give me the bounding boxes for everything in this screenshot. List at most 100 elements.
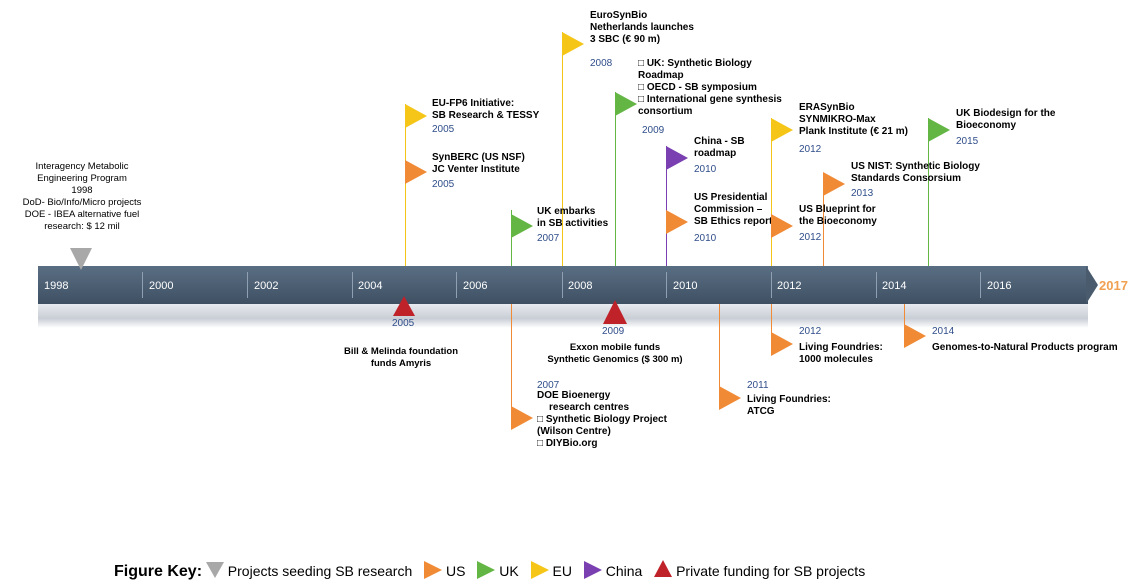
seed-event-text: Interagency Metabolic Engineering Progra… bbox=[22, 161, 142, 232]
private-funding-marker-icon bbox=[603, 300, 627, 324]
china-flag-icon bbox=[666, 146, 688, 170]
us-commission-year: 2010 bbox=[694, 233, 717, 244]
uk-biodesign-text: UK Biodesign for the Bioeconomy bbox=[956, 108, 1056, 131]
timeline-bar bbox=[38, 266, 1088, 304]
uk-embarks-text: UK embarks in SB activities bbox=[537, 206, 609, 229]
us-blueprint-year: 2012 bbox=[799, 232, 822, 243]
seed-marker-icon bbox=[70, 248, 92, 270]
lf-atcg-year: 2011 bbox=[747, 380, 769, 391]
key-label-uk: UK bbox=[499, 563, 519, 579]
year-divider bbox=[876, 272, 877, 298]
eu-flag-icon bbox=[771, 118, 793, 142]
key-label-seed: Projects seeding SB research bbox=[227, 563, 413, 579]
year-divider bbox=[771, 272, 772, 298]
us-blueprint-text: US Blueprint for the Bioeconomy bbox=[799, 204, 877, 227]
us-flag-icon bbox=[771, 214, 793, 238]
erasynbio-year: 2012 bbox=[799, 144, 822, 155]
uk-flag-icon bbox=[511, 214, 533, 238]
eurosynbio-text: EuroSynBio Netherlands launches 3 SBC (€… bbox=[590, 10, 694, 45]
year-divider bbox=[456, 272, 457, 298]
eu-key-icon bbox=[530, 561, 549, 579]
year-label: 2004 bbox=[358, 280, 383, 292]
genomes-stem bbox=[904, 304, 905, 338]
eu-flag-icon bbox=[405, 104, 427, 128]
us-flag-icon bbox=[511, 406, 533, 430]
uk-roadmap-year: 2009 bbox=[642, 125, 665, 136]
uk-key-icon bbox=[477, 561, 496, 579]
year-divider bbox=[562, 272, 563, 298]
year-label: 2016 bbox=[987, 280, 1012, 292]
year-divider bbox=[247, 272, 248, 298]
china-stem bbox=[666, 146, 667, 266]
us-nist-year: 2013 bbox=[851, 188, 874, 199]
year-label: 2002 bbox=[254, 280, 279, 292]
synberc-year: 2005 bbox=[432, 179, 455, 190]
uk-embarks-year: 2007 bbox=[537, 233, 560, 244]
end-year-label: 2017 bbox=[1099, 278, 1128, 293]
uk-roadmap-text: □ UK: Synthetic Biology Roadmap □ OECD -… bbox=[638, 58, 782, 117]
exxon-text: Exxon mobile funds Synthetic Genomics ($… bbox=[547, 342, 683, 365]
year-label: 1998 bbox=[44, 280, 69, 292]
china-key-icon bbox=[583, 561, 602, 579]
private-funding-marker-icon bbox=[393, 296, 415, 316]
key-label-us: US bbox=[446, 563, 466, 579]
timeline-arrow-tip bbox=[1086, 266, 1098, 304]
eurosynbio-year: 2008 bbox=[590, 58, 613, 69]
eu-fp6-stem bbox=[405, 104, 406, 266]
year-label: 2000 bbox=[149, 280, 174, 292]
lf-atcg-stem bbox=[719, 304, 720, 408]
lf-1000-year: 2012 bbox=[799, 326, 822, 337]
us-flag-icon bbox=[719, 386, 741, 410]
eu-fp6-year: 2005 bbox=[432, 124, 455, 135]
lf-atcg-text: Living Foundries: ATCG bbox=[747, 394, 831, 417]
erasynbio-stem bbox=[771, 118, 772, 266]
year-label: 2012 bbox=[777, 280, 802, 292]
gates-text: Bill & Melinda foundation funds Amyris bbox=[344, 346, 458, 369]
china-year: 2010 bbox=[694, 164, 717, 175]
genomes-year: 2014 bbox=[932, 326, 955, 337]
key-label-eu: EU bbox=[552, 563, 572, 579]
year-divider bbox=[352, 272, 353, 298]
exxon-year: 2009 bbox=[602, 326, 625, 337]
doe-year: 2007 bbox=[537, 380, 560, 391]
private-key-icon bbox=[654, 560, 673, 577]
key-label-private: Private funding for SB projects bbox=[676, 563, 866, 579]
us-flag-icon bbox=[904, 324, 926, 348]
doe-text: DOE Bioenergy research centres □ Synthet… bbox=[537, 390, 667, 449]
uk-flag-icon bbox=[615, 92, 637, 116]
us-flag-icon bbox=[823, 172, 845, 196]
us-nist-stem bbox=[823, 174, 824, 266]
us-flag-icon bbox=[405, 160, 427, 184]
seed-key-icon bbox=[205, 562, 224, 578]
lf-1000-text: Living Foundries: 1000 molecules bbox=[799, 342, 883, 365]
uk-roadmap-stem bbox=[615, 92, 616, 266]
year-divider bbox=[142, 272, 143, 298]
uk-flag-icon bbox=[928, 118, 950, 142]
eu-fp6-text: EU-FP6 Initiative: SB Research & TESSY bbox=[432, 98, 540, 121]
us-flag-icon bbox=[771, 332, 793, 356]
uk-embarks-stem bbox=[511, 210, 512, 266]
china-text: China - SB roadmap bbox=[694, 136, 745, 159]
year-divider bbox=[666, 272, 667, 298]
year-label: 2014 bbox=[882, 280, 907, 292]
doe-stem bbox=[511, 304, 512, 424]
us-nist-text: US NIST: Synthetic Biology Standards Con… bbox=[851, 161, 980, 184]
uk-biodesign-year: 2015 bbox=[956, 136, 979, 147]
timeline-reflection bbox=[38, 304, 1088, 328]
year-label: 2006 bbox=[463, 280, 488, 292]
year-label: 2008 bbox=[568, 280, 593, 292]
us-commission-text: US Presidential Commission – SB Ethics r… bbox=[694, 192, 773, 227]
us-key-icon bbox=[424, 561, 443, 579]
eurosynbio-stem bbox=[562, 32, 563, 266]
figure-key-title: Figure Key: bbox=[114, 563, 203, 580]
us-flag-icon bbox=[666, 210, 688, 234]
key-label-china: China bbox=[605, 563, 643, 579]
gates-year: 2005 bbox=[392, 318, 415, 329]
genomes-text: Genomes-to-Natural Products program bbox=[932, 342, 1118, 353]
figure-key: Figure Key: Projects seeding SB research… bbox=[114, 560, 865, 581]
year-label: 2010 bbox=[673, 280, 698, 292]
lf-1000-stem bbox=[771, 304, 772, 350]
year-divider bbox=[980, 272, 981, 298]
erasynbio-text: ERASynBio SYNMIKRO-Max Plank Institute (… bbox=[799, 102, 908, 137]
eu-flag-icon bbox=[562, 32, 584, 56]
